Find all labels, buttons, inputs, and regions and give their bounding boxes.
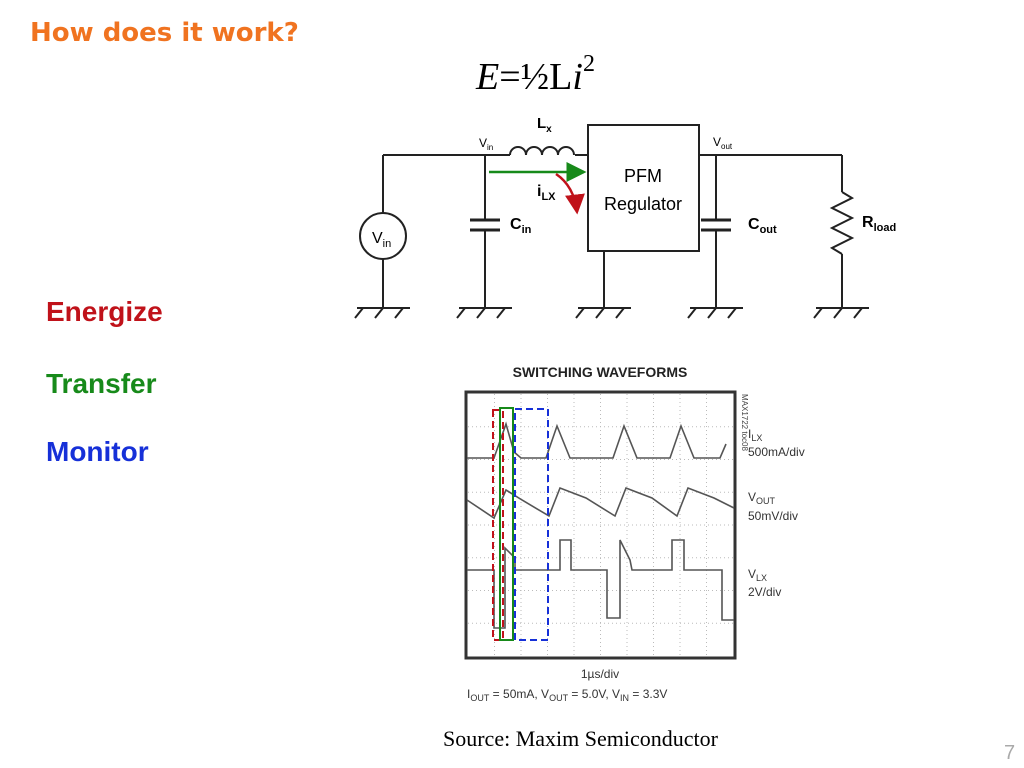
monitor-marker-box: [514, 408, 549, 641]
vout-trace: [466, 486, 735, 520]
vin-symbol: V: [612, 687, 620, 701]
energize-current-arrow: [555, 172, 585, 215]
svg-text:iLX: iLX: [537, 183, 556, 203]
cin-subscript: in: [522, 224, 532, 236]
source-citation: Source: Maxim Semiconductor: [443, 726, 718, 751]
vout-channel-label: V: [748, 490, 756, 504]
vin-subscript: IN: [620, 693, 629, 703]
svg-text:VLX: VLX: [748, 567, 767, 583]
inductor-subscript: x: [546, 124, 552, 135]
equation-exponent: 2: [582, 51, 595, 78]
vin-node-label: V: [479, 136, 487, 150]
ilx-channel-scale: 500mA/div: [748, 445, 805, 459]
inductor-label: L: [537, 115, 546, 132]
vout-channel-subscript: OUT: [756, 496, 776, 506]
resistor-zigzag: [829, 191, 855, 255]
vin-value: = 3.3V: [629, 687, 667, 701]
vout-node-subscript: out: [721, 142, 733, 151]
vin-source-circle: [359, 212, 407, 260]
vout-subscript: OUT: [549, 693, 569, 703]
iout-symbol: I: [467, 687, 470, 701]
regulator-line1: PFM: [624, 166, 662, 186]
vin-source-label: V: [372, 230, 383, 247]
circuit-schematic: Vin Vin Vout Lx iLX Cin Cout Rload PFM R…: [354, 115, 896, 319]
rload-label: R: [862, 214, 874, 231]
cin-capacitor-plates: [470, 218, 500, 232]
vout-value: = 5.0V,: [568, 687, 612, 701]
vlx-channel-scale: 2V/div: [748, 585, 781, 599]
inductor-coil: [509, 146, 575, 156]
slide-title: How does it work?: [30, 18, 299, 48]
current-label: i: [537, 183, 541, 200]
vlx-channel-label: V: [748, 567, 756, 581]
svg-text:ILX: ILX: [748, 427, 762, 443]
cout-label: C: [748, 216, 760, 233]
vlx-trace: [467, 539, 734, 629]
iout-subscript: OUT: [470, 693, 490, 703]
step-transfer: Transfer: [46, 368, 157, 399]
step-monitor: Monitor: [46, 436, 149, 467]
figure-side-code: MAX1722 toc08: [740, 394, 749, 451]
scope-traces: [466, 421, 735, 629]
svg-text:Vout: Vout: [713, 135, 733, 151]
page-number: 7: [1004, 742, 1016, 764]
current-subscript: LX: [541, 191, 556, 203]
ground-symbols: [354, 307, 869, 319]
vin-node-subscript: in: [487, 143, 493, 152]
iout-value: = 50mA,: [489, 687, 541, 701]
energize-marker-box: [492, 409, 504, 641]
svg-text:Cin: Cin: [510, 216, 532, 236]
ilx-channel-label: I: [748, 427, 751, 441]
energy-equation: E=½Li2: [476, 51, 595, 99]
svg-text:Vin: Vin: [479, 136, 493, 152]
cout-capacitor-plates: [701, 218, 731, 232]
equation-current-symbol: i: [572, 56, 583, 98]
rload-subscript: load: [874, 222, 897, 234]
ilx-channel-subscript: LX: [751, 433, 762, 443]
vout-node-label: V: [713, 135, 721, 149]
svg-text:Vin: Vin: [372, 230, 391, 250]
waveform-title: SWITCHING WAVEFORMS: [513, 364, 688, 380]
vout-channel-scale: 50mV/div: [748, 509, 798, 523]
pfm-regulator-box: [587, 124, 700, 252]
svg-text:Cout: Cout: [748, 216, 777, 236]
step-energize: Energize: [46, 296, 163, 327]
time-scale-label: 1µs/div: [581, 667, 619, 681]
equation-body: =½L: [499, 56, 573, 98]
svg-text:IOUT = 50mA, VOUT = 5.0V, VIN: IOUT = 50mA, VOUT = 5.0V, VIN = 3.3V: [467, 687, 667, 703]
transfer-marker-box: [499, 407, 514, 641]
equation-energy-symbol: E: [476, 56, 500, 98]
regulator-line2: Regulator: [604, 194, 682, 214]
cin-label: C: [510, 216, 522, 233]
ilx-trace: [467, 421, 727, 459]
svg-text:Lx: Lx: [537, 115, 552, 135]
svg-text:VOUT: VOUT: [748, 490, 776, 506]
svg-text:Rload: Rload: [862, 214, 896, 234]
vin-source-subscript: in: [383, 238, 392, 250]
cout-subscript: out: [760, 224, 777, 236]
vout-symbol: V: [541, 687, 549, 701]
vlx-channel-subscript: LX: [756, 573, 767, 583]
